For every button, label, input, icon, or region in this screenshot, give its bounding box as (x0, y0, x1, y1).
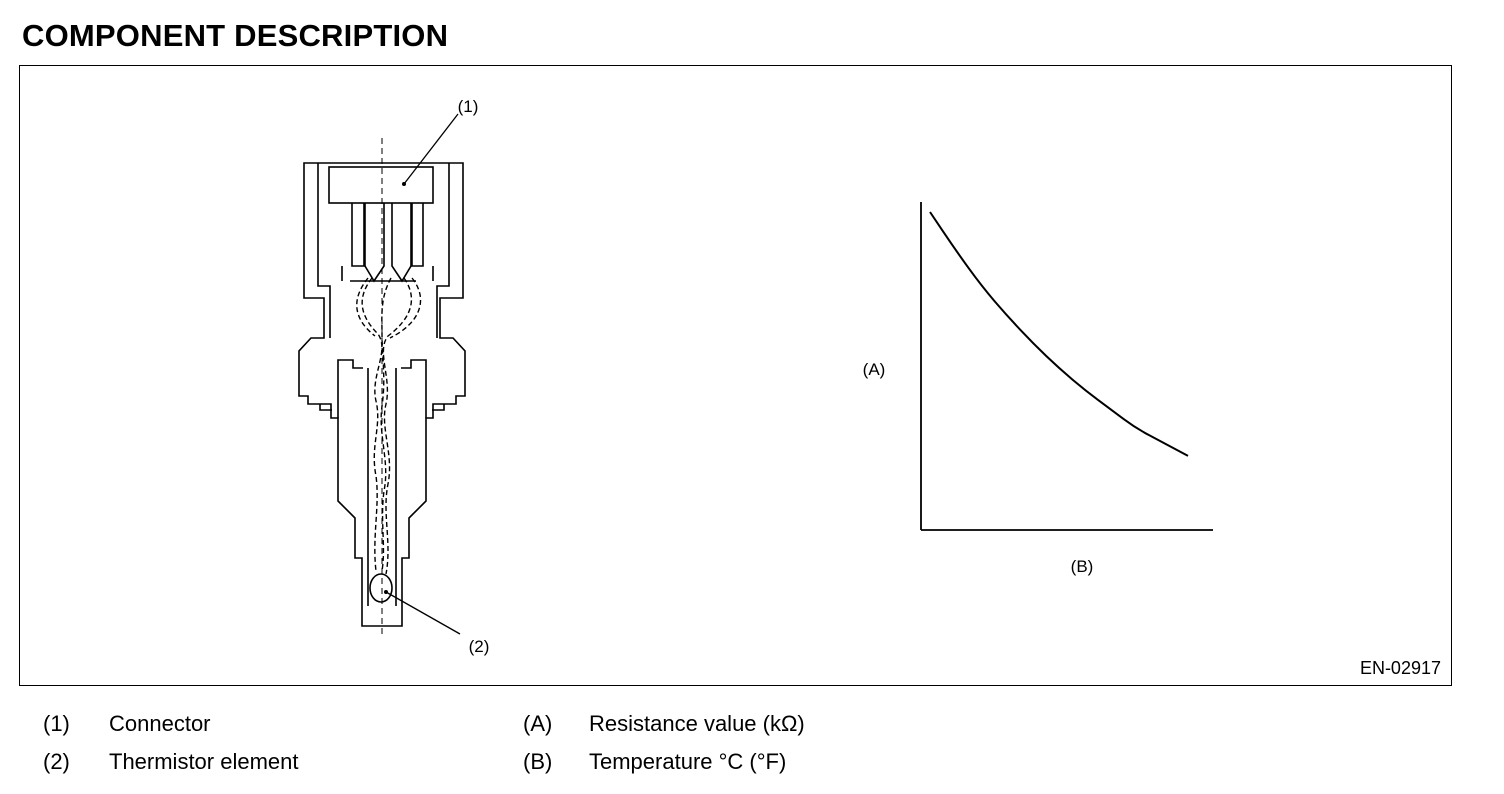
housing-inner-left (317, 163, 331, 338)
resistance-graph: (A) (B) (863, 202, 1213, 576)
housing-outline (298, 162, 466, 627)
sensor-body-drawing (298, 138, 466, 636)
side-lugs (319, 404, 445, 411)
legend-key: (2) (43, 749, 70, 774)
terminal-right-outer (411, 203, 424, 267)
y-axis-label: (A) (863, 360, 886, 379)
callout-dot-1 (402, 182, 406, 186)
legend-text: Thermistor element (109, 749, 299, 774)
stem-walls (367, 368, 397, 606)
terminal-walls (341, 266, 434, 281)
callout-2-label: (2) (469, 637, 490, 656)
callout-dot-2 (384, 590, 388, 594)
x-axis-label: (B) (1071, 557, 1094, 576)
flange-shoulder (337, 359, 427, 418)
callout-1-label: (1) (458, 97, 479, 116)
terminal-left (364, 203, 385, 283)
figure-id: EN-02917 (1359, 658, 1441, 678)
legend-key: (B) (523, 749, 553, 774)
legend-key: (1) (43, 711, 70, 736)
terminal-right (391, 203, 412, 283)
legend-text: Temperature °C (°F) (589, 749, 787, 774)
page-title: COMPONENT DESCRIPTION (22, 18, 449, 53)
internal-wires (356, 277, 422, 575)
legend-text: Resistance value (kΩ) (589, 711, 805, 736)
thermistor-bead (369, 573, 393, 603)
legend-text: Connector (109, 711, 211, 736)
resistance-curve (929, 211, 1189, 457)
terminal-left-outer (351, 203, 365, 267)
housing-inner-right (436, 163, 450, 338)
sensor-diagram: (1) (2) (A) (B) (298, 97, 1213, 656)
legend-key: (A) (523, 711, 553, 736)
callout-leaders (385, 113, 461, 635)
figure-frame: (1) (2) (A) (B) EN-02917 (19, 65, 1452, 686)
connector-cap (328, 166, 434, 204)
